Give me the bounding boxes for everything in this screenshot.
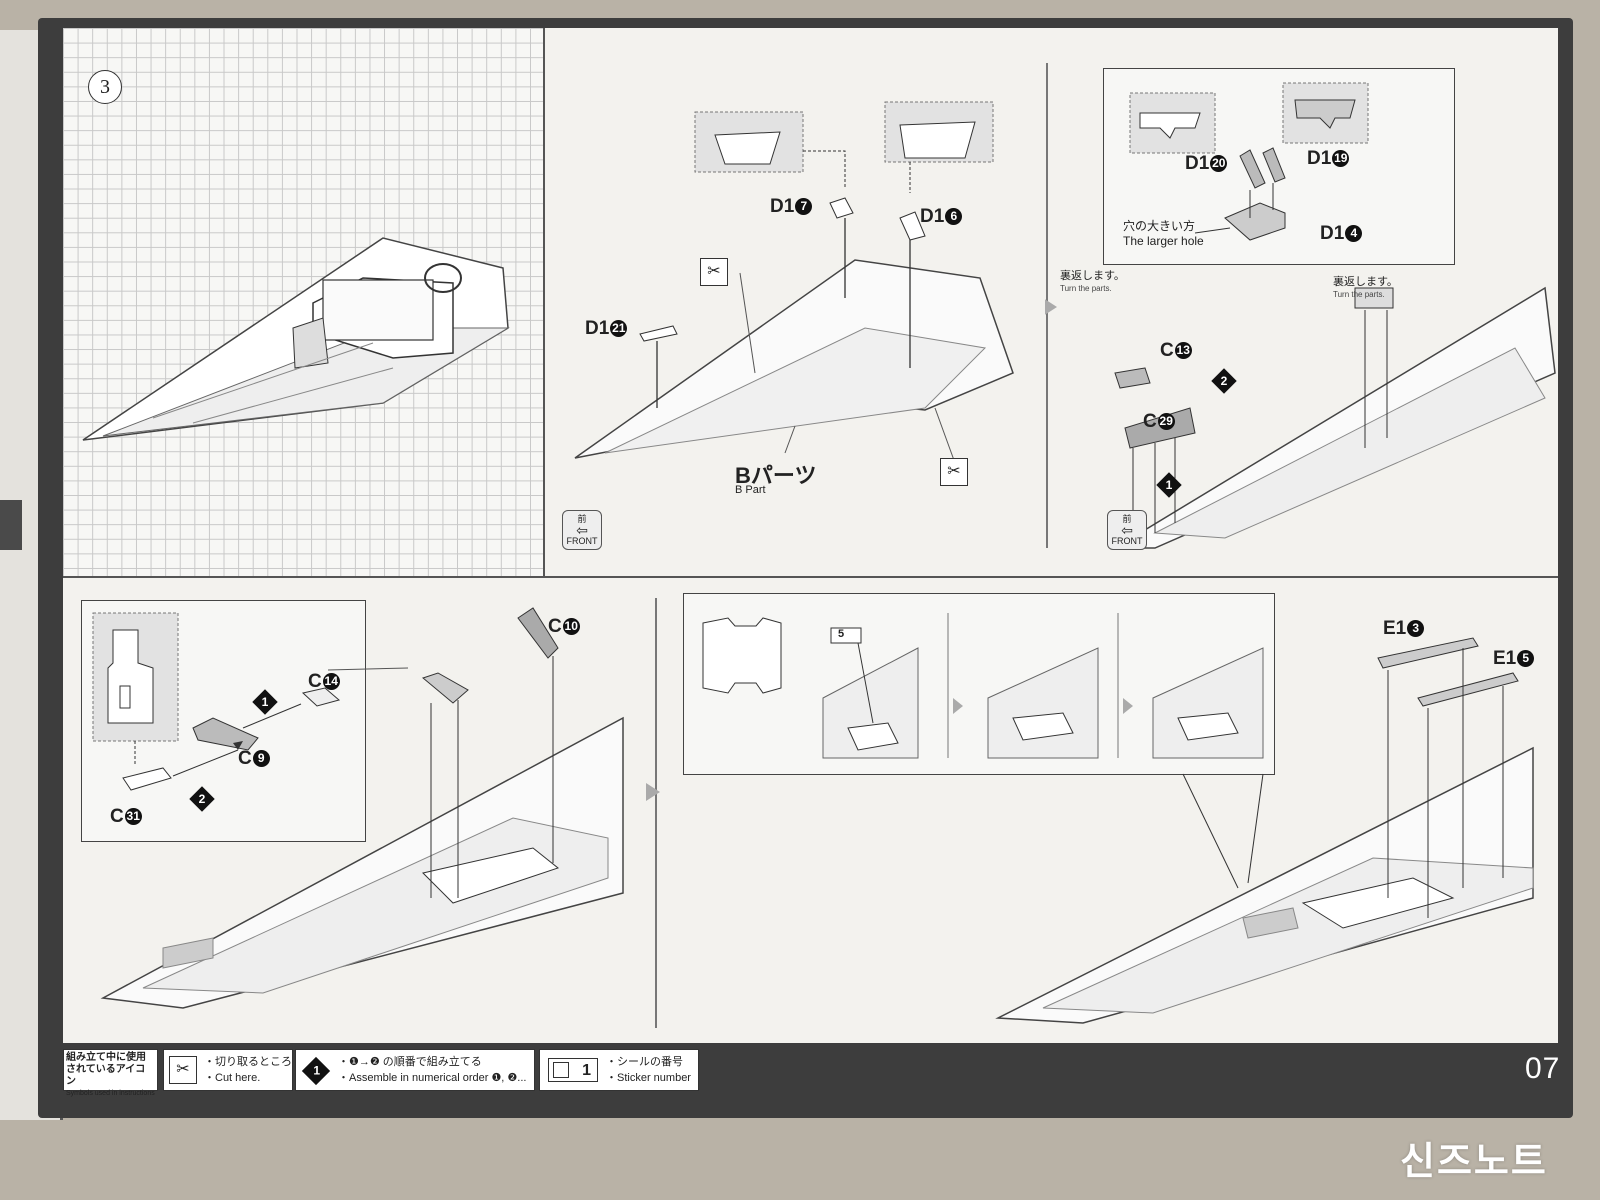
completed-ship-illustration [82,237,510,441]
page-number: 07 [1525,1052,1561,1085]
icon-legend-footer: 組み立て中に使用 されているアイコン Symbols used in instr… [63,1045,1558,1097]
legend-title: 組み立て中に使用 されているアイコン Symbols used in instr… [63,1049,158,1097]
legend-order: 1 ・❶→❷ の順番で組み立てる ・Assemble in numerical … [295,1049,535,1091]
larger-hole-jp: 穴の大きい方 [1123,219,1196,233]
completed-model-panel: 3 [63,28,545,578]
turn-parts-en: Turn the parts. [1060,284,1112,293]
assembly-order-badge: 2 [1211,368,1237,394]
bridge-illustration [1112,82,1556,549]
turn-parts-jp: 裏返します。 [1333,276,1398,288]
front-indicator: 前⇦FRONT [562,510,602,550]
front-indicator: 前⇦FRONT [1107,510,1147,550]
instruction-sheet: 3 [63,28,1558,1043]
cut-here-icon: ✂ [940,458,968,486]
b-part-illustration [574,101,1014,464]
next-arrow [646,783,660,801]
order-diamond-icon: 1 [301,1056,331,1086]
page-tab [0,500,22,550]
scissors-icon: ✂ [169,1056,197,1084]
panel-divider [655,598,657,1028]
sticker-number: 5 [838,628,845,640]
cut-here-icon: ✂ [700,258,728,286]
assembly-order-badge: 1 [252,689,278,715]
c-parts-illustration [92,607,624,1009]
step-number: 3 [88,70,122,104]
turn-parts-jp: 裏返します。 [1060,270,1125,282]
b-part-label-en: B Part [735,484,766,496]
legend-cut: ✂ ・切り取るところ ・Cut here. [163,1049,293,1091]
sticker-icon: 1 [548,1058,598,1082]
turn-parts-en: Turn the parts. [1333,290,1385,299]
e-parts-illustration [702,613,1534,1024]
watermark: 신즈노트 [1400,1141,1548,1183]
larger-hole-en: The larger hole [1123,234,1204,248]
assembly-order-badge: 1 [1156,472,1182,498]
next-arrow [1045,298,1057,316]
assembly-order-badge: 2 [189,786,215,812]
b-part-label-jp: Bパーツ [735,463,817,488]
legend-sticker: 1 ・シールの番号 ・Sticker number [539,1049,699,1091]
